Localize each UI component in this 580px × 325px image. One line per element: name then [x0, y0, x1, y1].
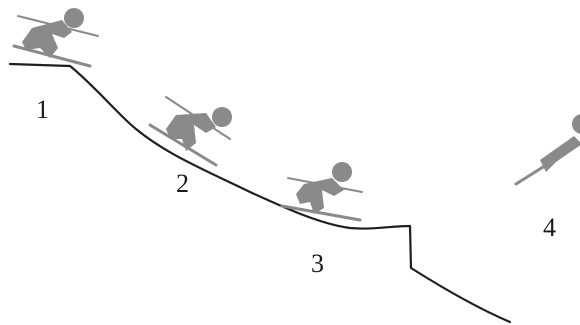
stage-label-4: 4 — [543, 213, 556, 242]
stage-label-2: 2 — [176, 169, 189, 198]
skier-4-icon — [516, 114, 580, 184]
skier-2-icon — [150, 97, 232, 165]
skier-1-icon — [14, 8, 98, 66]
slope-profile — [10, 64, 510, 322]
stage-label-1: 1 — [36, 95, 49, 124]
stage-label-3: 3 — [311, 249, 324, 278]
